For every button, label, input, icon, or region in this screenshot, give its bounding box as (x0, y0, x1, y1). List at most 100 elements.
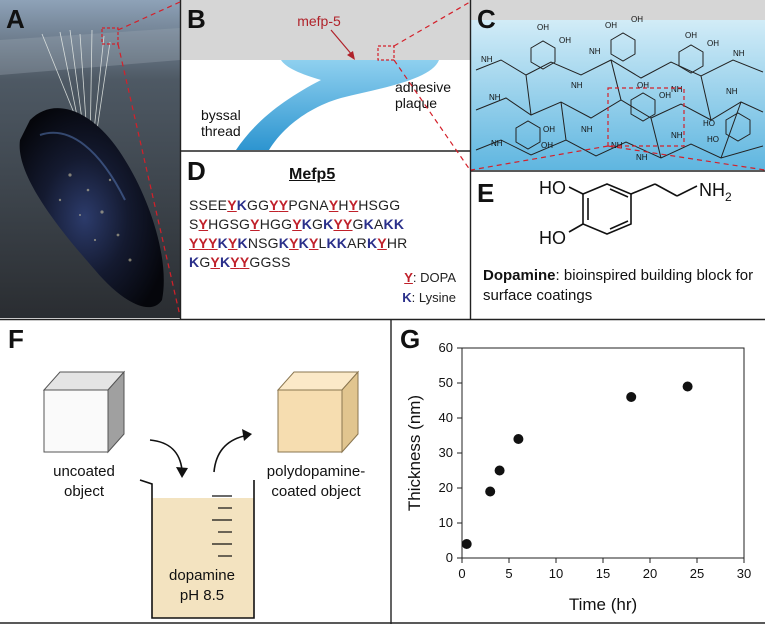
panel-a: A (0, 0, 180, 318)
sequence-residue: G (199, 254, 211, 270)
x-tick-label: 0 (458, 566, 465, 581)
svg-text:OH: OH (537, 23, 549, 32)
sequence-residue: Y (289, 235, 299, 251)
sequence-residue: N (247, 235, 259, 251)
sequence-residue: K (326, 235, 337, 251)
uncoated-cube (42, 370, 126, 454)
x-tick-label: 10 (549, 566, 563, 581)
nh2-text: NH (699, 180, 725, 200)
svg-text:OH: OH (631, 15, 643, 24)
sequence-residue: P (288, 197, 298, 213)
sequence-residue: K (301, 216, 313, 232)
sequence-residue: S (198, 197, 209, 213)
sequence-residue: H (338, 197, 349, 213)
x-tick-label: 20 (643, 566, 657, 581)
svg-text:OH: OH (637, 81, 649, 90)
sequence-residue: G (378, 197, 390, 213)
sequence-residue: E (217, 197, 228, 213)
sequence-residue: G (247, 197, 259, 213)
sequence-residue: H (259, 216, 270, 232)
panel-e: E HO HO NH2 Dopamine: bioinspired buildi… (471, 172, 765, 318)
svg-text:NH: NH (581, 125, 593, 134)
sequence-residue: S (189, 197, 199, 213)
y-tick-label: 40 (439, 410, 453, 425)
sequence-residue: Y (348, 197, 359, 213)
sequence-residue: S (368, 197, 379, 213)
svg-text:NH: NH (491, 139, 503, 148)
sequence-residue: Y (333, 216, 343, 232)
svg-text:NH: NH (481, 55, 493, 64)
sequence-line: SYHGSGYHGGYKGKYYGKAKK (189, 215, 407, 234)
sequence-line: KGYKYYGGSS (189, 253, 407, 272)
svg-text:OH: OH (559, 36, 571, 45)
x-tick-label: 5 (505, 566, 512, 581)
y-tick-label: 60 (439, 340, 453, 355)
sequence-residue: K (237, 235, 248, 251)
caption-rest: : bioinspired building block for surface… (483, 267, 754, 304)
sequence-residue: G (258, 197, 270, 213)
sequence-residue: Y (343, 216, 353, 232)
svg-text:HO: HO (707, 135, 719, 144)
sequence-line: YYYKYKNSGKYKYLKKARKYHR (189, 234, 407, 253)
sequence-residue: G (267, 235, 279, 251)
nh2-group: NH2 (699, 180, 732, 204)
panel-label-e: E (477, 178, 495, 208)
ho-bottom: HO (539, 228, 566, 248)
plot-area (461, 347, 745, 559)
mefp5-callout: mefp-5 (297, 13, 341, 29)
svg-text:HO: HO (703, 119, 715, 128)
data-point (513, 434, 524, 444)
sequence-residue: N (308, 197, 320, 213)
panel-label-b: B (187, 4, 206, 34)
data-point (494, 465, 505, 476)
legend-dopa-text: : DOPA (412, 270, 456, 285)
sequence-residue: A (373, 216, 384, 232)
data-point (485, 486, 496, 497)
x-tick-label: 30 (737, 566, 751, 581)
sequence-residue: A (319, 197, 329, 213)
solution-label-line1: dopamine (169, 567, 235, 584)
sequence-residue: S (258, 235, 268, 251)
thread-label-line2: thread (201, 123, 241, 139)
sequence-residue: S (281, 254, 291, 270)
coated-label-line2: coated object (271, 483, 361, 500)
svg-text:OH: OH (685, 31, 697, 40)
uncoated-label-line2: object (64, 483, 105, 500)
sequence-residue: S (229, 216, 240, 232)
plaque-label-line2: plaque (395, 95, 437, 111)
sequence-residue: Y (210, 254, 220, 270)
uncoated-label-line1: uncoated (53, 463, 115, 480)
sequence-residue: A (347, 235, 357, 251)
sequence-residue: G (260, 254, 272, 270)
sequence-residue: Y (198, 235, 209, 251)
sequence-residue: K (383, 216, 394, 232)
sequence-residue: Y (227, 197, 237, 213)
panel-label-a: A (6, 4, 25, 34)
beaker (139, 479, 255, 619)
sequence-residue: K (298, 235, 309, 251)
sequence-residue: H (208, 216, 219, 232)
sequence-residue: K (236, 197, 248, 213)
sequence-residue: S (189, 216, 199, 232)
y-tick-label: 30 (439, 445, 453, 460)
solution-label-line2: pH 8.5 (180, 587, 224, 604)
sequence-residue: G (249, 254, 261, 270)
legend-lysine-text: : Lysine (411, 290, 456, 305)
data-point (626, 392, 637, 402)
sequence-residue: K (336, 235, 348, 251)
sequence-residue: K (323, 216, 334, 232)
sequence-residue: K (217, 235, 228, 251)
sequence-residue: Y (328, 197, 339, 213)
svg-text:NH: NH (589, 47, 601, 56)
sequence-residue: K (366, 235, 378, 251)
dopamine-caption: Dopamine: bioinspired building block for… (483, 266, 763, 306)
legend-dopa-symbol: Y (404, 270, 413, 285)
sequence-residue: Y (250, 216, 260, 232)
panel-label-c: C (477, 4, 496, 34)
